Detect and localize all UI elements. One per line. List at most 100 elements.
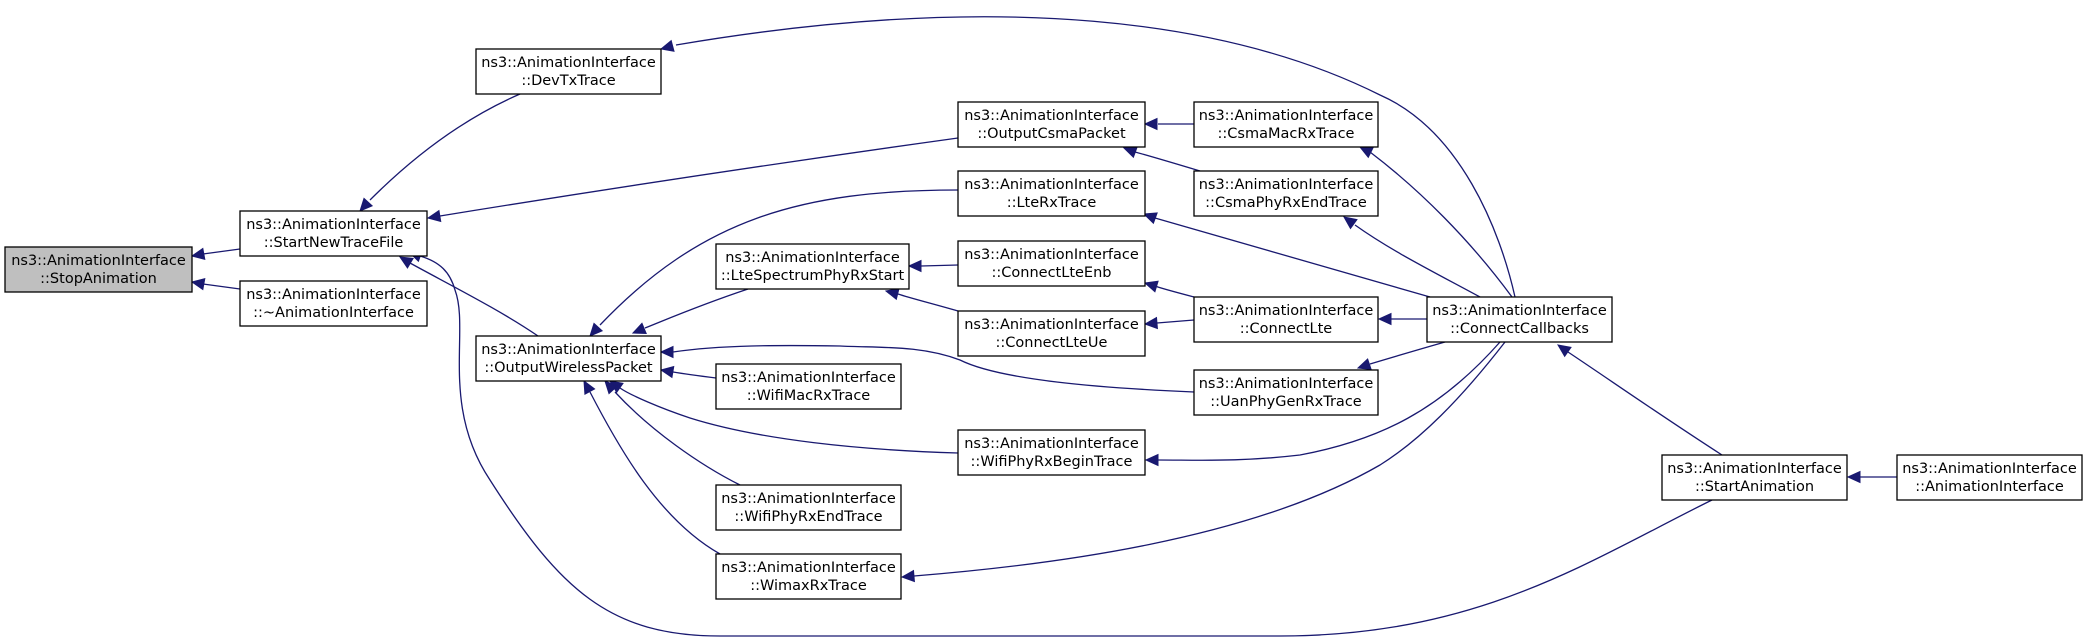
edge-line	[920, 264, 959, 267]
arrowhead	[190, 247, 206, 260]
node-box[interactable]	[715, 484, 902, 531]
node-method-label: ::WimaxRxTrace	[750, 578, 867, 594]
node-csma-mac-rx-trace[interactable]: ns3::AnimationInterface::CsmaMacRxTrace	[1193, 101, 1379, 148]
node-box[interactable]	[715, 553, 902, 600]
node-namespace-label: ns3::AnimationInterface	[721, 370, 896, 386]
node-box[interactable]	[715, 243, 910, 290]
node-box[interactable]	[957, 240, 1146, 287]
node-method-label: ::WifiPhyRxEndTrace	[734, 509, 882, 525]
node-box[interactable]	[1193, 296, 1379, 343]
node-box[interactable]	[957, 170, 1146, 217]
node-box[interactable]	[239, 280, 428, 327]
node-connect-lte-enb[interactable]: ns3::AnimationInterface::ConnectLteEnb	[957, 240, 1146, 287]
edge-connect-callbacks-to-wimax-rx-trace	[900, 341, 1506, 583]
arrowhead	[1377, 312, 1392, 326]
node-method-label: ::~AnimationInterface	[253, 305, 414, 321]
node-lte-spectrum-phy-rx-start[interactable]: ns3::AnimationInterface::LteSpectrumPhyR…	[715, 243, 910, 290]
arrowhead	[659, 345, 674, 359]
edge-connect-callbacks-to-csma-phy-rx-end-trace	[1343, 216, 1481, 298]
node-wifi-phy-rx-end-trace[interactable]: ns3::AnimationInterface::WifiPhyRxEndTra…	[715, 484, 902, 531]
node-box[interactable]	[1661, 454, 1848, 501]
node-box[interactable]	[239, 210, 428, 257]
node-namespace-label: ns3::AnimationInterface	[721, 491, 896, 507]
arrowhead	[1358, 146, 1374, 159]
node-destructor[interactable]: ns3::AnimationInterface::~AnimationInter…	[239, 280, 428, 327]
node-method-label: ::CsmaMacRxTrace	[1218, 126, 1355, 142]
node-box[interactable]	[957, 310, 1146, 357]
node-start-animation[interactable]: ns3::AnimationInterface::StartAnimation	[1661, 454, 1848, 501]
node-start-new-trace-file[interactable]: ns3::AnimationInterface::StartNewTraceFi…	[239, 210, 428, 257]
arrowhead	[1143, 280, 1159, 293]
node-namespace-label: ns3::AnimationInterface	[964, 317, 1139, 333]
edge-lte-spectrum-phy-rx-start-to-output-wireless-packet	[631, 288, 749, 334]
edge-line	[419, 255, 1713, 637]
node-method-label: ::CsmaPhyRxEndTrace	[1205, 195, 1367, 211]
node-box[interactable]	[715, 363, 902, 410]
edge-line	[202, 248, 241, 255]
node-box[interactable]	[475, 335, 662, 382]
edge-connect-callbacks-to-csma-mac-rx-trace	[1358, 146, 1513, 298]
node-box[interactable]	[475, 48, 662, 95]
node-box[interactable]	[1193, 369, 1379, 416]
node-method-label: ::OutputCsmaPacket	[977, 126, 1126, 142]
node-box[interactable]	[1896, 454, 2083, 501]
edge-line	[599, 189, 959, 326]
edge-line	[1369, 341, 1446, 365]
node-method-label: ::DevTxTrace	[521, 73, 615, 89]
node-box[interactable]	[4, 246, 193, 293]
node-stop-animation[interactable]: ns3::AnimationInterface::StopAnimation	[4, 246, 193, 293]
edge-wifi-phy-rx-end-trace-to-output-wireless-packet	[604, 380, 741, 486]
node-box[interactable]	[1193, 101, 1379, 148]
node-method-label: ::LteRxTrace	[1007, 195, 1097, 211]
node-animation-interface[interactable]: ns3::AnimationInterface::AnimationInterf…	[1896, 454, 2083, 501]
edge-line	[672, 344, 1195, 393]
node-wifi-phy-rx-begin-trace[interactable]: ns3::AnimationInterface::WifiPhyRxBeginT…	[957, 429, 1146, 476]
node-namespace-label: ns3::AnimationInterface	[246, 287, 421, 303]
node-wimax-rx-trace[interactable]: ns3::AnimationInterface::WimaxRxTrace	[715, 553, 902, 600]
node-connect-lte[interactable]: ns3::AnimationInterface::ConnectLte	[1193, 296, 1379, 343]
node-box[interactable]	[957, 429, 1146, 476]
edge-csma-mac-rx-trace-to-output-csma-packet	[1143, 117, 1194, 131]
edge-line	[1154, 217, 1431, 298]
edge-line	[202, 283, 241, 290]
arrowhead	[1143, 117, 1158, 131]
arrowhead	[1142, 212, 1158, 225]
node-connect-callbacks[interactable]: ns3::AnimationInterface::ConnectCallback…	[1426, 296, 1613, 343]
edge-dev-tx-trace-to-start-new-trace-file	[359, 93, 521, 212]
arrowhead	[659, 365, 675, 379]
node-box[interactable]	[957, 101, 1146, 148]
edge-line	[672, 371, 717, 379]
node-box[interactable]	[1193, 170, 1379, 217]
arrowhead	[1557, 344, 1572, 358]
node-csma-phy-rx-end-trace[interactable]: ns3::AnimationInterface::CsmaPhyRxEndTra…	[1193, 170, 1379, 217]
edge-csma-phy-rx-end-trace-to-output-csma-packet	[1122, 146, 1201, 172]
edge-line	[1157, 341, 1501, 461]
node-output-wireless-packet[interactable]: ns3::AnimationInterface::OutputWirelessP…	[475, 335, 662, 382]
node-wifi-mac-rx-trace[interactable]: ns3::AnimationInterface::WifiMacRxTrace	[715, 363, 902, 410]
edge-start-animation-to-connect-callbacks	[1557, 344, 1723, 456]
node-box[interactable]	[1426, 296, 1613, 343]
edge-wimax-rx-trace-to-output-wireless-packet	[583, 379, 721, 555]
arrowhead	[1846, 470, 1861, 484]
arrowhead	[907, 259, 922, 273]
node-namespace-label: ns3::AnimationInterface	[721, 560, 896, 576]
node-method-label: ::UanPhyGenRxTrace	[1210, 394, 1362, 410]
node-namespace-label: ns3::AnimationInterface	[481, 342, 656, 358]
node-namespace-label: ns3::AnimationInterface	[1199, 177, 1374, 193]
node-dev-tx-trace[interactable]: ns3::AnimationInterface::DevTxTrace	[475, 48, 662, 95]
node-namespace-label: ns3::AnimationInterface	[246, 217, 421, 233]
edge-connect-lte-enb-to-lte-spectrum-phy-rx-start	[907, 259, 959, 273]
node-connect-lte-ue[interactable]: ns3::AnimationInterface::ConnectLteUe	[957, 310, 1146, 357]
arrowhead	[1144, 453, 1159, 467]
arrowhead	[604, 380, 619, 395]
node-namespace-label: ns3::AnimationInterface	[1199, 376, 1374, 392]
node-method-label: ::StopAnimation	[40, 271, 157, 287]
node-method-label: ::WifiMacRxTrace	[747, 388, 871, 404]
edge-line	[1354, 224, 1481, 298]
node-namespace-label: ns3::AnimationInterface	[725, 250, 900, 266]
node-output-csma-packet[interactable]: ns3::AnimationInterface::OutputCsmaPacke…	[957, 101, 1146, 148]
edge-line	[675, 16, 1516, 298]
edge-wifi-mac-rx-trace-to-output-wireless-packet	[659, 365, 717, 379]
node-uan-phy-gen-rx-trace[interactable]: ns3::AnimationInterface::UanPhyGenRxTrac…	[1193, 369, 1379, 416]
node-lte-rx-trace[interactable]: ns3::AnimationInterface::LteRxTrace	[957, 170, 1146, 217]
